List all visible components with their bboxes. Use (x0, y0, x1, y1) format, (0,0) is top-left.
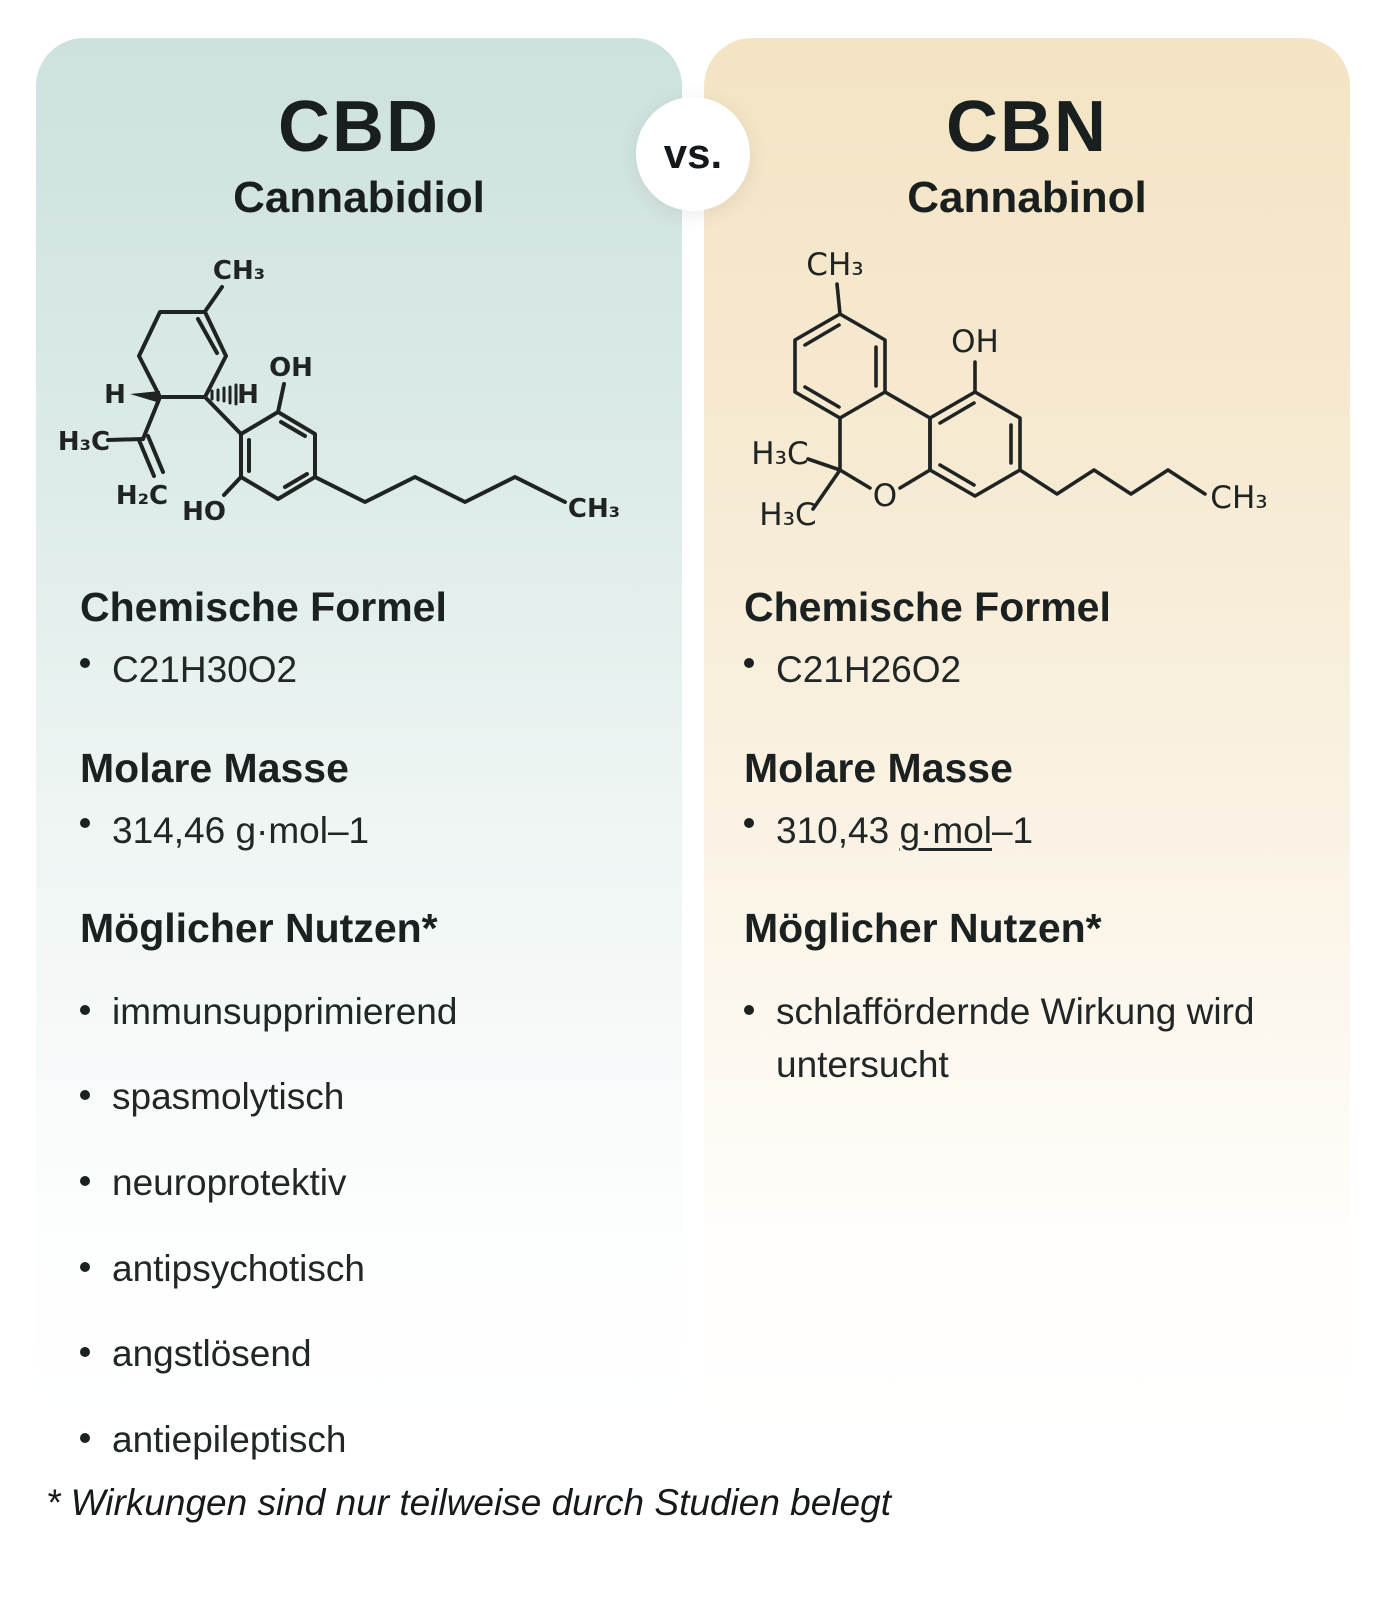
cbn-subtitle: Cannabinol (907, 172, 1147, 222)
wedge-bond (130, 391, 160, 403)
vs-badge: vs. (636, 97, 750, 211)
h2c-label: H₂C (116, 481, 168, 511)
hash-bond (210, 383, 238, 406)
right-aromatic-ring (928, 390, 1022, 498)
mass-row: 310,43 g·mol–1 (744, 808, 1324, 854)
benefit-label: angstlösend (112, 1333, 312, 1375)
bullet-dot (80, 818, 90, 829)
bullet-dot (744, 657, 754, 668)
cbn-title: CBN (946, 87, 1108, 167)
h-label: H (104, 380, 126, 410)
cbn-structure-diagram: CH₃ OH H₃C H₃C O CH₃ (751, 247, 1267, 533)
panel-cbn: CBN Cannabinol (704, 38, 1350, 1440)
ch3-label: CH₃ (213, 256, 265, 286)
bullet-dot (80, 1261, 90, 1272)
pentyl-chain (1018, 468, 1207, 496)
h3c-label: H₃C (751, 436, 808, 472)
benefit-label: antiepileptisch (112, 1418, 347, 1460)
section-heading-molar-mass: Molare Masse (744, 744, 1013, 791)
formula-value: C21H30O2 (112, 649, 298, 691)
benefit-label: antipsychotisch (112, 1247, 365, 1289)
benzene-ring (239, 410, 317, 501)
mass-prefix: 310,43 (776, 810, 900, 851)
ch3-label: CH₃ (568, 494, 620, 524)
oh-label: OH (269, 353, 313, 383)
ch3-label: CH₃ (1210, 480, 1267, 516)
bullet-dot (744, 1004, 754, 1015)
bullet-dot (80, 657, 90, 668)
left-aromatic-ring (793, 312, 887, 420)
h3c-label: H₃C (58, 427, 110, 457)
section-heading-benefits: Möglicher Nutzen* (80, 905, 438, 952)
benefit-label: schlaffördernde Wirkung wird untersucht (776, 990, 1255, 1086)
section-heading-chemical-formula: Chemische Formel (744, 584, 1111, 630)
ch3-label: CH₃ (806, 247, 863, 283)
cbd-structure-diagram: CH₃ OH H H H₃C H₂C HO CH₃ (58, 256, 620, 527)
pentyl-chain (313, 475, 567, 504)
formula-row: C21H26O2 (744, 647, 1324, 693)
formula-value: C21H26O2 (776, 649, 962, 691)
benefit-item: spasmolytisch (80, 1070, 656, 1124)
bullet-dot (80, 1004, 90, 1015)
cbd-facts: Chemische Formel C21H30O2 Molare Masse 3… (80, 583, 656, 1466)
benefit-item: antiepileptisch (80, 1413, 656, 1467)
benefit-item: neuroprotektiv (80, 1156, 656, 1210)
formula-row: C21H30O2 (80, 647, 656, 693)
ring-double-bond (196, 317, 219, 355)
benefit-item: schlaffördernde Wirkung wird untersucht (744, 985, 1324, 1092)
oxygen-label: O (873, 478, 897, 514)
benefit-item: immunsupprimierend (80, 985, 656, 1039)
bullet-dot (80, 1432, 90, 1443)
cbn-benefits-list: schlaffördernde Wirkung wird untersucht (744, 985, 1324, 1092)
footer-note: * Wirkungen sind nur teilweise durch Stu… (46, 1482, 891, 1523)
bullet-dot (80, 1175, 90, 1186)
cbd-atom-labels: CH₃ OH H H H₃C H₂C HO CH₃ (58, 256, 620, 527)
section-heading-molar-mass: Molare Masse (80, 744, 349, 791)
mass-value: 314,46 g·mol–1 (112, 810, 370, 851)
cbd-benefits-list: immunsupprimierend spasmolytisch neuropr… (80, 985, 656, 1467)
mass-unit-underlined: g·mol (899, 810, 992, 851)
cbd-title: CBD (278, 87, 440, 167)
mass-suffix: –1 (991, 810, 1034, 851)
cbn-facts: Chemische Formel C21H26O2 Molare Masse 3… (744, 583, 1324, 1092)
cbd-subtitle: Cannabidiol (233, 172, 485, 222)
bullet-dot (80, 1090, 90, 1101)
mass-row: 314,46 g·mol–1 (80, 808, 656, 854)
cbn-skeleton-bonds (793, 282, 1207, 511)
vs-badge-label: vs. (663, 130, 723, 177)
ho-label: HO (182, 497, 226, 527)
section-heading-benefits: Möglicher Nutzen* (744, 905, 1102, 952)
benefit-item: antipsychotisch (80, 1242, 656, 1296)
mass-value: 310,43 g·mol–1 (776, 808, 1033, 854)
cbn-atom-labels: CH₃ OH H₃C H₃C O CH₃ (751, 247, 1267, 533)
bullet-dot (80, 1347, 90, 1358)
benefit-label: neuroprotektiv (112, 1161, 347, 1203)
cbd-skeleton-bonds (106, 285, 567, 504)
benefit-label: spasmolytisch (112, 1076, 345, 1118)
panel-cbd: CBD Cannabidiol (36, 38, 682, 1460)
oh-label: OH (951, 324, 999, 360)
benefit-item: angstlösend (80, 1327, 656, 1381)
cyclohexene-ring (137, 310, 228, 399)
benefit-label: immunsupprimierend (112, 990, 458, 1032)
bullet-dot (744, 818, 754, 829)
h3c-label: H₃C (759, 497, 816, 533)
section-heading-chemical-formula: Chemische Formel (80, 584, 447, 630)
h-label: H (237, 380, 259, 410)
